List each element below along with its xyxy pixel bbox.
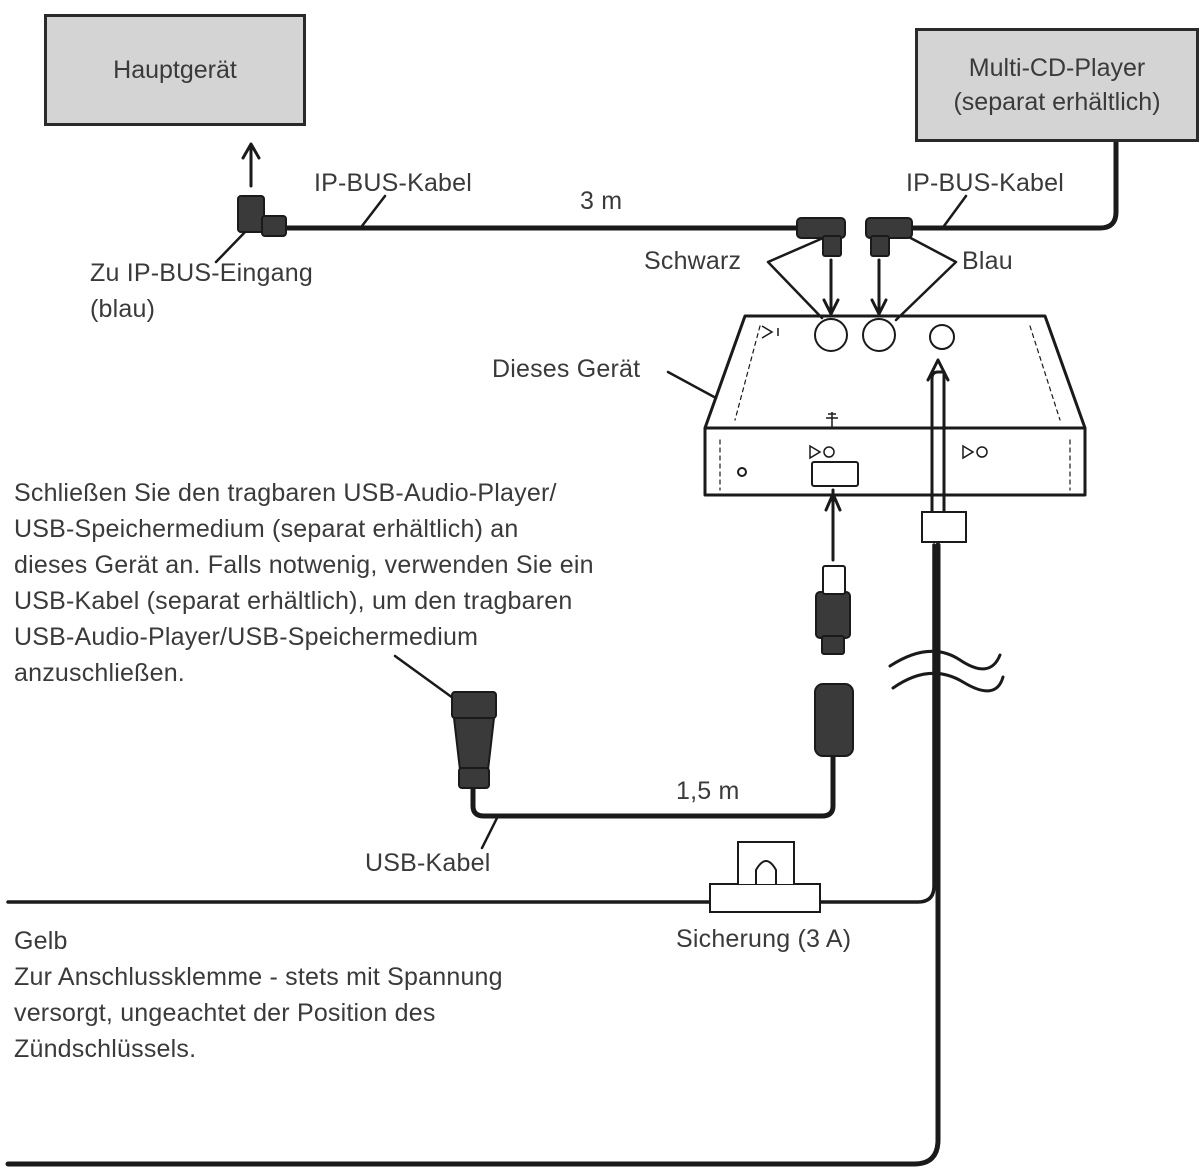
ipbus-cable-label-right: IP-BUS-Kabel xyxy=(906,169,1065,197)
yellow-wire xyxy=(6,543,936,904)
yellow-note-line: Gelb xyxy=(14,927,68,955)
usb-note-line: Schließen Sie den tragbaren USB-Audio-Pl… xyxy=(14,479,557,507)
ipbus-plug-blue xyxy=(865,217,913,239)
head-unit-label: Hauptgerät xyxy=(113,56,237,84)
usb-note-line: USB-Speichermedium (separat erhältlich) … xyxy=(14,515,519,543)
callout-black xyxy=(766,233,832,320)
usb-note-line: dieses Gerät an. Falls notwenig, verwend… xyxy=(14,551,594,579)
head-unit-box: Hauptgerät xyxy=(44,14,306,126)
usb-plug xyxy=(815,591,851,639)
ipbus-socket-blue xyxy=(862,318,896,352)
ipbus-input-label-line1: Zu IP-BUS-Eingang xyxy=(90,259,313,287)
multi-cd-label-line2: (separat erhältlich) xyxy=(953,88,1161,116)
multi-cd-label-line1: Multi-CD-Player xyxy=(968,54,1146,82)
antenna-icon xyxy=(761,325,779,339)
ipbus-cable-right xyxy=(902,137,1119,231)
yellow-note-line: versorgt, ungeachtet der Position des xyxy=(14,999,436,1027)
ipbus-socket-black xyxy=(814,318,848,352)
usb-note-line: USB-Kabel (separat erhältlich), um den t… xyxy=(14,587,573,615)
ipbus-cable-label-left: IP-BUS-Kabel xyxy=(314,169,473,197)
black-label: Schwarz xyxy=(644,247,742,275)
leader-ipbus-right xyxy=(942,194,968,228)
usb-note-line: anzuschließen. xyxy=(14,659,185,687)
power-cable xyxy=(5,542,941,1167)
fuse-label: Sicherung (3 A) xyxy=(676,925,852,953)
callout-blue xyxy=(894,233,958,322)
fuse-holder xyxy=(709,883,821,913)
blue-label: Blau xyxy=(962,247,1013,275)
output-jack-icon xyxy=(809,444,975,460)
ipbus-plug-head-unit xyxy=(237,195,265,233)
ipbus-input-label-line2: (blau) xyxy=(90,295,156,323)
leader-ipbus-input xyxy=(214,228,249,264)
yellow-note-line: Zündschlüssels. xyxy=(14,1035,197,1063)
cable-length-1-5m: 1,5 m xyxy=(676,777,740,805)
ferrite-core xyxy=(814,683,854,757)
ipbus-plug-black xyxy=(796,217,846,239)
cable-length-3m: 3 m xyxy=(580,187,623,215)
multi-cd-player-box: Multi-CD-Player (separat erhältlich) xyxy=(915,28,1199,142)
usb-icon xyxy=(826,412,838,428)
leader-usb-cable xyxy=(480,814,500,850)
power-plug xyxy=(921,511,967,543)
usb-cable-1-5m xyxy=(470,752,836,819)
this-unit-label: Dieses Gerät xyxy=(492,355,641,383)
leader-ipbus-left xyxy=(360,194,387,228)
unit-front xyxy=(703,426,1087,497)
leader-this-unit xyxy=(666,370,718,400)
usb-cable-label: USB-Kabel xyxy=(365,849,491,877)
usb-note-line: USB-Audio-Player/USB-Speichermedium xyxy=(14,623,479,651)
yellow-note-line: Zur Anschlussklemme - stets mit Spannung xyxy=(14,963,503,991)
power-socket xyxy=(929,324,955,350)
usb-socket-end xyxy=(451,691,497,719)
power-arrow xyxy=(930,370,946,514)
